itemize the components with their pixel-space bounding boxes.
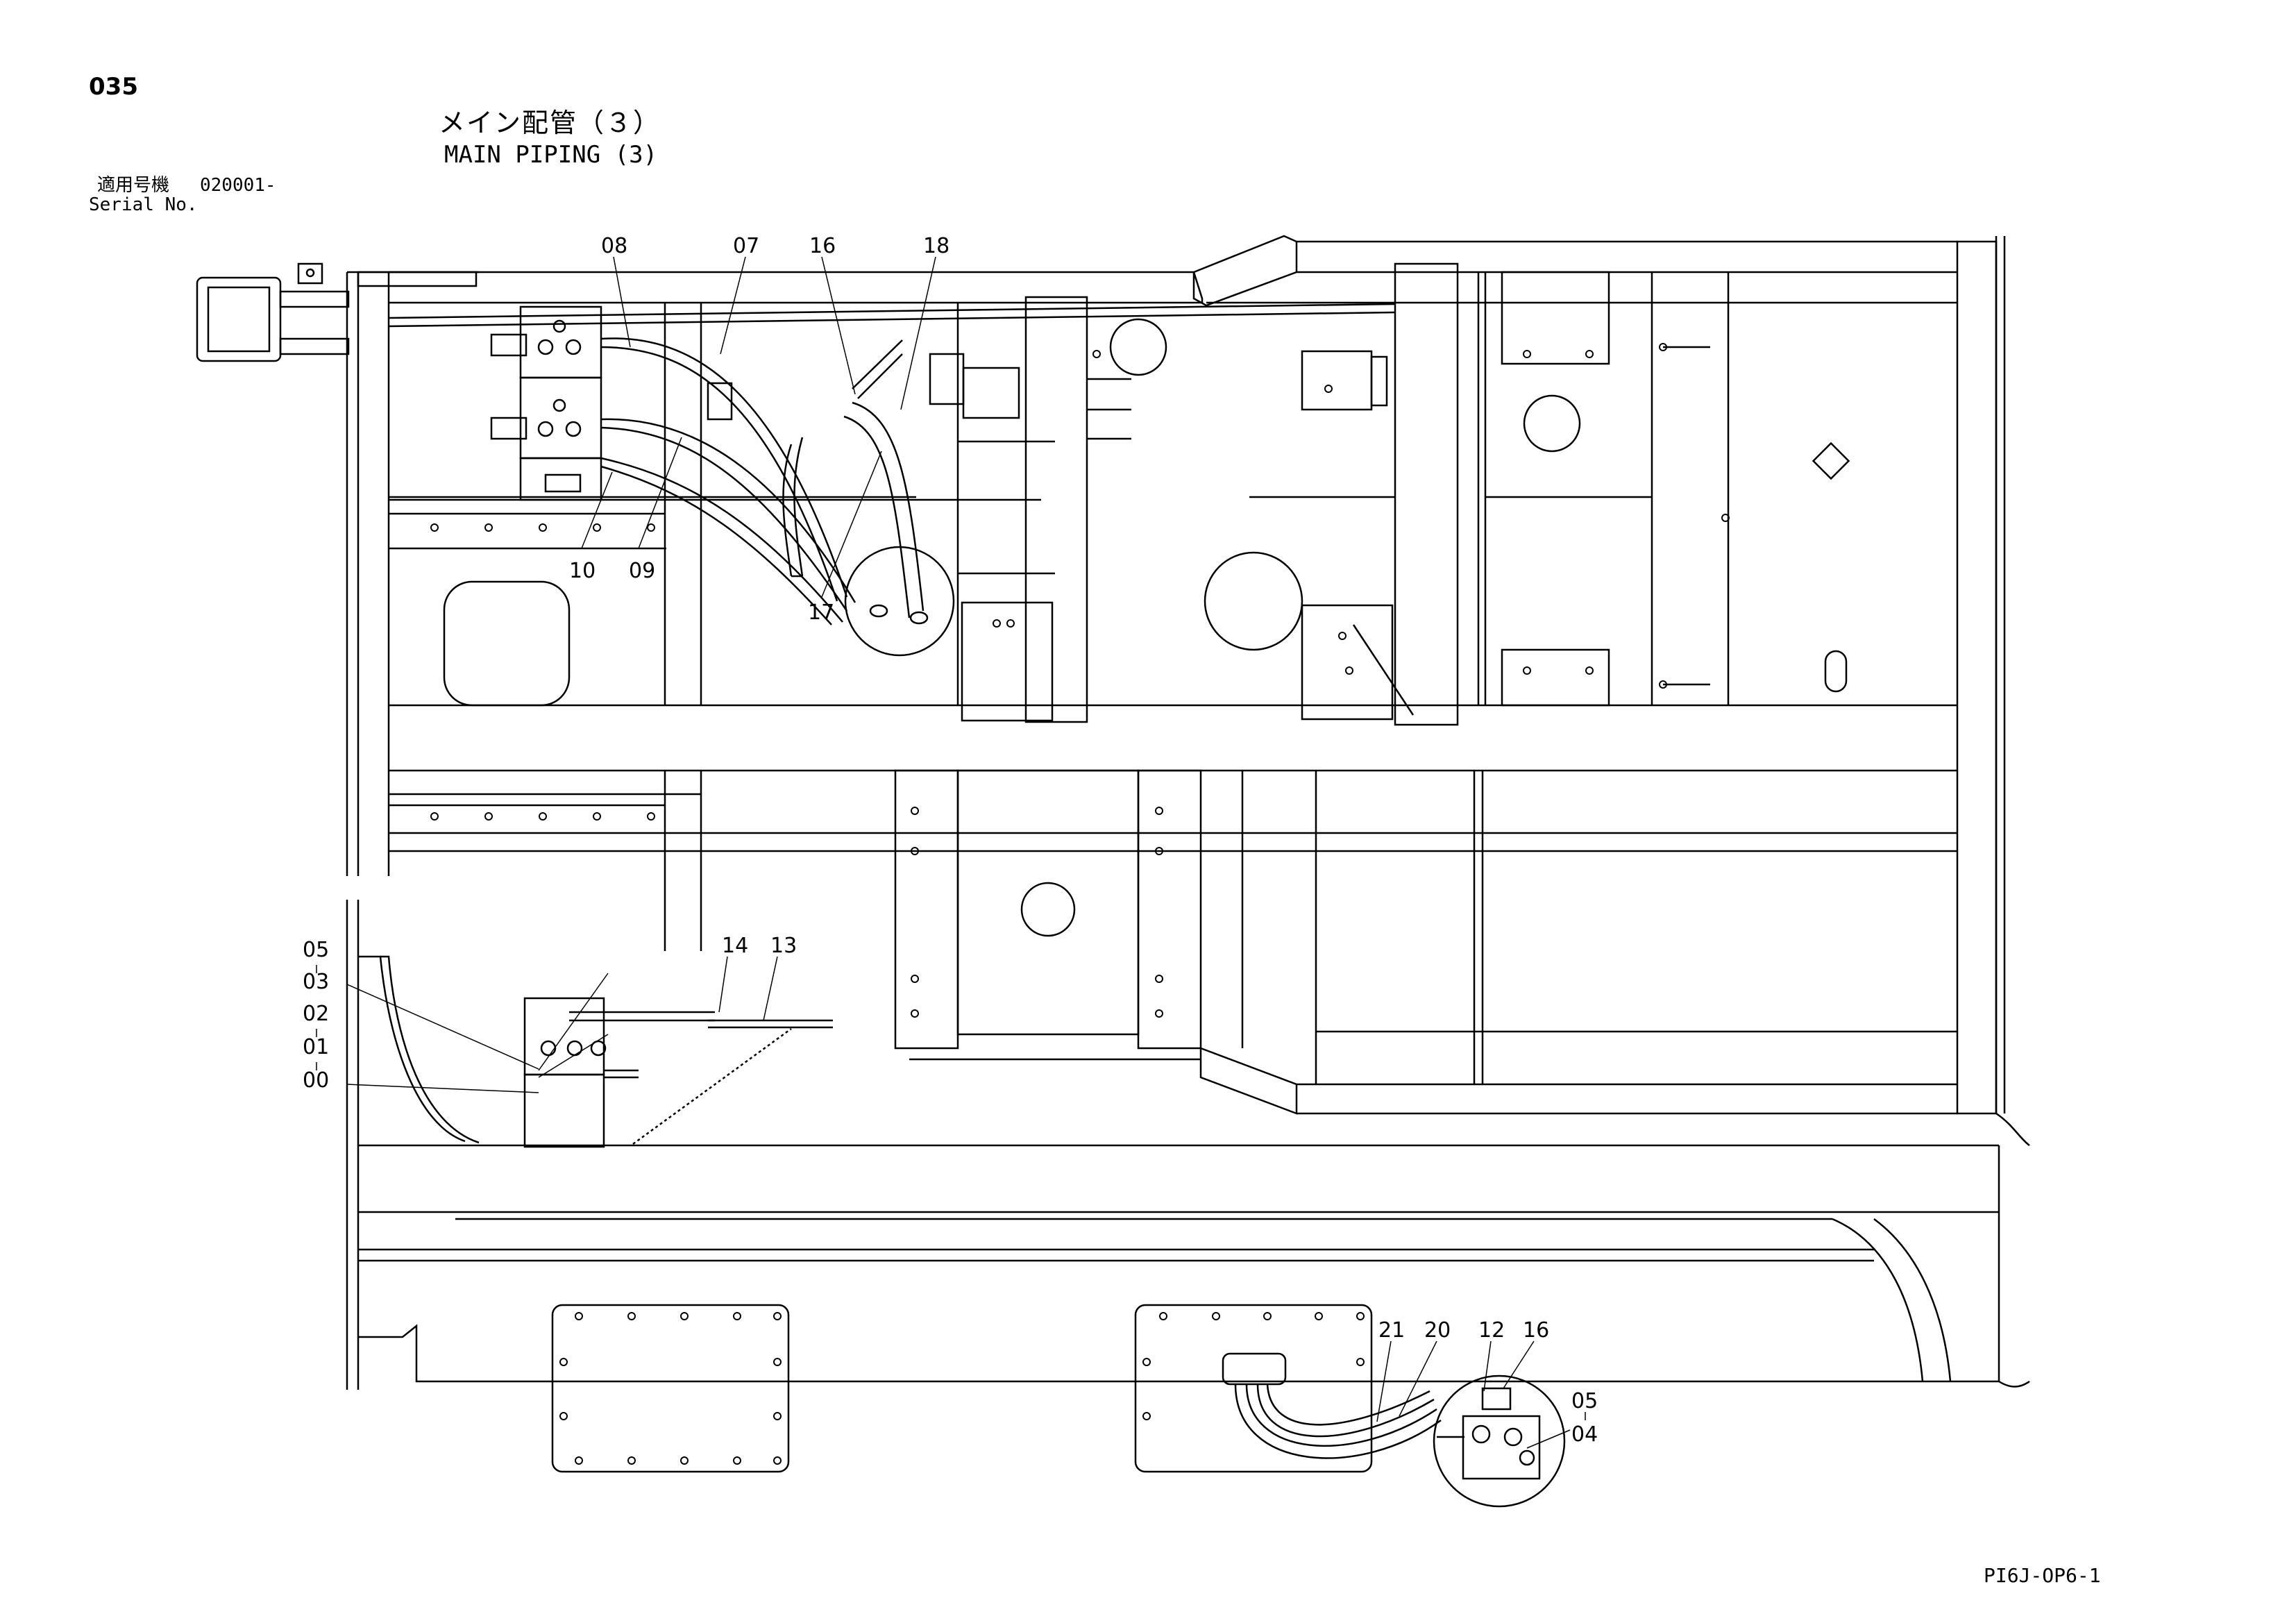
bolt-holes	[430, 343, 1730, 1465]
callout-01: 01	[303, 1035, 329, 1059]
callout-12: 12	[1478, 1318, 1505, 1343]
callout-04: 04	[1571, 1422, 1598, 1447]
callout-02: 02	[303, 1002, 329, 1026]
callout-05-bottom: 05	[1571, 1389, 1598, 1413]
callout-17: 17	[808, 600, 834, 625]
callout-21: 21	[1378, 1318, 1405, 1343]
callout-07: 07	[733, 234, 759, 258]
callout-14: 14	[722, 934, 748, 958]
lower-swivel-assembly	[1222, 1352, 1566, 1508]
callout-00: 00	[303, 1068, 329, 1093]
callout-08: 08	[601, 234, 627, 258]
drawing-code: PI6J-OP6-1	[1984, 1564, 2101, 1587]
serial-label-japanese: 適用号機	[97, 175, 170, 196]
mid-frame	[389, 769, 1957, 1115]
upper-hoses	[600, 337, 955, 657]
callout-05-left: 05	[303, 938, 329, 962]
callout-13: 13	[770, 934, 797, 958]
page-number: 035	[89, 73, 138, 101]
upper-valve-blocks	[490, 305, 733, 501]
serial-label-english: Serial No.	[89, 194, 198, 215]
callout-10: 10	[569, 559, 596, 583]
lower-beam	[346, 900, 2030, 1473]
title-english: MAIN PIPING (3)	[444, 141, 658, 169]
callout-16-top: 16	[809, 234, 836, 258]
callout-16-bottom: 16	[1523, 1318, 1549, 1343]
serial-number: 020001-	[200, 175, 276, 196]
leader-lines	[316, 256, 1586, 1449]
lower-valve-block	[523, 997, 833, 1148]
upper-frame-outline	[196, 235, 2006, 1115]
title-japanese: メイン配管（３）	[439, 108, 661, 138]
upper-cross-members	[929, 262, 1850, 726]
callout-03: 03	[303, 970, 329, 994]
callout-18: 18	[923, 234, 949, 258]
callout-09: 09	[629, 559, 655, 583]
callout-labels: 08 07 16 18 10 09 17 05 03 02 01 00 14 1…	[303, 234, 1598, 1447]
callout-20: 20	[1424, 1318, 1451, 1343]
